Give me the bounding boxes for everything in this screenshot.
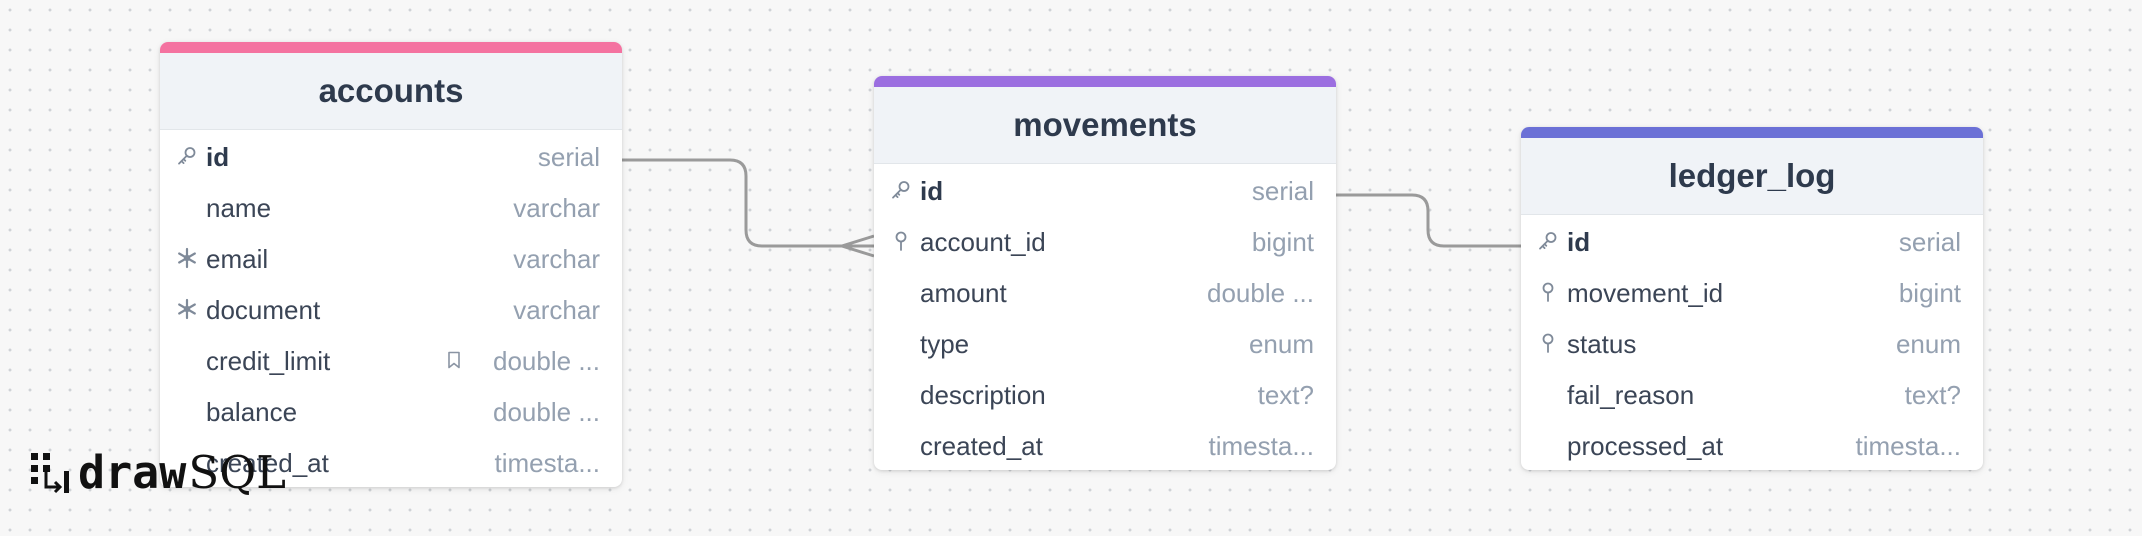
table-name: ledger_log (1668, 157, 1836, 194)
column-row-credit-limit[interactable]: credit_limit double ... (160, 334, 622, 385)
column-type: serial (1251, 176, 1314, 206)
column-name: fail_reason (1567, 380, 1695, 410)
column-name: account_id (920, 227, 1046, 257)
table-name: accounts (318, 72, 464, 109)
column-name: document (206, 295, 321, 325)
table-accounts[interactable]: accounts id serial name varchar email varchar… (160, 42, 622, 487)
column-name: id (1567, 227, 1591, 257)
many-crowfoot (836, 234, 875, 258)
column-type: timesta... (1208, 431, 1314, 461)
table-name: movements (1013, 106, 1197, 143)
column-name: balance (206, 397, 298, 427)
column-row-status[interactable]: status enum (1521, 317, 1983, 368)
column-type: serial (1898, 227, 1961, 257)
unique-icon (176, 247, 198, 269)
column-row-document[interactable]: document varchar (160, 283, 622, 334)
column-type: double ... (493, 397, 600, 427)
table-movements[interactable]: movements id serial account_id bigint amount… (874, 76, 1336, 470)
column-name: name (206, 193, 272, 223)
column-row-type[interactable]: type enum (874, 317, 1336, 368)
column-name: status (1567, 329, 1637, 359)
column-type: double ... (493, 346, 600, 376)
logo-mark-icon (31, 452, 69, 493)
column-row-account-id[interactable]: account_id bigint (874, 215, 1336, 266)
column-type: serial (537, 142, 600, 172)
column-row-fail-reason[interactable]: fail_reason text? (1521, 368, 1983, 419)
column-name: credit_limit (206, 346, 331, 376)
column-name: processed_at (1567, 431, 1724, 461)
column-row-processed-at[interactable]: processed_at timesta... (1521, 419, 1983, 470)
table-ledger-log[interactable]: ledger_log id serial movement_id bigint stat… (1521, 127, 1983, 470)
column-type: enum (1248, 329, 1314, 359)
column-list: id serial account_id bigint amount double ...… (874, 164, 1336, 470)
key-icon (890, 179, 912, 201)
column-name: created_at (920, 431, 1043, 461)
column-type: timesta... (1855, 431, 1961, 461)
column-row-id[interactable]: id serial (874, 164, 1336, 215)
column-name: id (206, 142, 230, 172)
table-header[interactable]: ledger_log (1521, 138, 1983, 215)
table-accent-bar (160, 42, 622, 53)
column-name: amount (920, 278, 1007, 308)
column-row-name[interactable]: name varchar (160, 181, 622, 232)
column-name: movement_id (1567, 278, 1724, 308)
key-icon (1537, 230, 1559, 252)
column-row-created-at[interactable]: created_at timesta... (874, 419, 1336, 470)
column-row-movement-id[interactable]: movement_id bigint (1521, 266, 1983, 317)
table-accent-bar (1521, 127, 1983, 138)
foreign-key-icon (1537, 281, 1559, 303)
bookmark-icon[interactable] (444, 350, 464, 370)
column-name: type (920, 329, 970, 359)
table-header[interactable]: movements (874, 87, 1336, 164)
column-type: timesta... (494, 448, 600, 478)
column-list: id serial name varchar email varchar document v… (160, 130, 622, 487)
drawsql-logo: draw SQL (30, 446, 286, 499)
column-type: bigint (1898, 278, 1961, 308)
column-row-amount[interactable]: amount double ... (874, 266, 1336, 317)
column-type: enum (1895, 329, 1961, 359)
column-row-description[interactable]: description text? (874, 368, 1336, 419)
foreign-key-icon (1537, 332, 1559, 354)
column-type: text? (1257, 380, 1314, 410)
column-list: id serial movement_id bigint status enum fail_… (1521, 215, 1983, 470)
table-header[interactable]: accounts (160, 53, 622, 130)
column-name: description (920, 380, 1046, 410)
table-accent-bar (874, 76, 1336, 87)
column-name: created_at (206, 448, 329, 478)
column-name: email (206, 244, 269, 274)
column-row-id[interactable]: id serial (160, 130, 622, 181)
logo-text-draw: draw (78, 446, 187, 499)
column-type: text? (1904, 380, 1961, 410)
column-type: bigint (1251, 227, 1314, 257)
column-name: id (920, 176, 944, 206)
column-row-id[interactable]: id serial (1521, 215, 1983, 266)
column-type: double ... (1207, 278, 1314, 308)
column-type: varchar (513, 193, 600, 223)
column-row-balance[interactable]: balance double ... (160, 385, 622, 436)
column-row-email[interactable]: email varchar (160, 232, 622, 283)
column-type: varchar (513, 244, 600, 274)
logo-text-sql: SQL (188, 446, 286, 499)
column-type: varchar (513, 295, 600, 325)
key-icon (176, 145, 198, 167)
column-row-created-at[interactable]: created_at timesta... (160, 436, 622, 487)
unique-icon (176, 298, 198, 320)
relation-movements-ledger-log[interactable] (1336, 193, 1521, 248)
foreign-key-icon (890, 230, 912, 252)
relation-accounts-movements[interactable] (622, 158, 874, 248)
